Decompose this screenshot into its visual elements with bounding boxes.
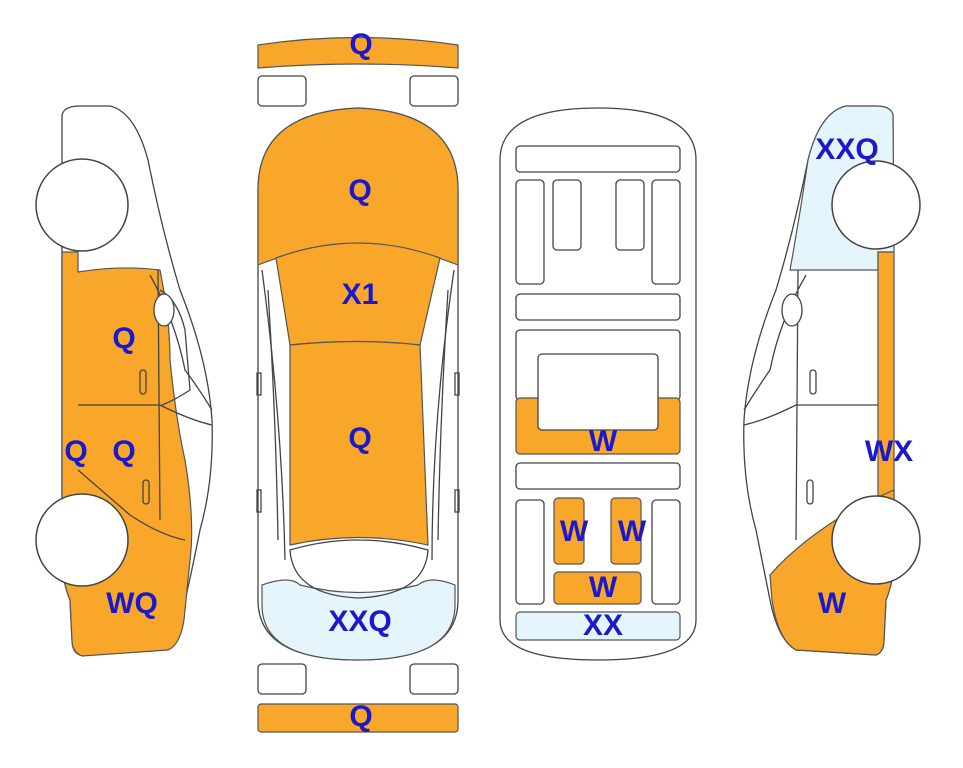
code-front-bumper: Q: [349, 28, 372, 61]
code-floor-trunk: W: [589, 571, 618, 604]
top-left-handle-mark: [256, 489, 262, 513]
top-view: [256, 36, 460, 733]
left-side-view: [35, 105, 213, 657]
rear-right-light: [409, 663, 459, 695]
code-left-sill: Q: [64, 435, 87, 468]
code-floor-center: W: [589, 425, 618, 458]
underbody-rear-cross: [515, 462, 681, 490]
front-bumper[interactable]: [257, 36, 459, 69]
underbody-right-mount: [615, 179, 645, 251]
roof[interactable]: [289, 340, 429, 546]
right-door-split-line: [743, 404, 878, 426]
left-door-split-line: [78, 404, 213, 426]
top-right-door-line: [437, 289, 449, 541]
floor-trunk[interactable]: [553, 571, 642, 605]
right-side-view: [743, 105, 921, 656]
left-rear-wheel: [35, 493, 129, 587]
rear-panel[interactable]: [515, 611, 681, 641]
front-left-light: [257, 75, 307, 107]
top-left-side-line: [261, 269, 286, 561]
underbody-view: [499, 107, 697, 661]
code-right-rear-quarter: W: [818, 587, 847, 620]
code-rear-window: XXQ: [328, 605, 391, 638]
rear-window[interactable]: [261, 579, 456, 661]
trunk-line: [289, 539, 429, 599]
code-left-rear-door: Q: [112, 435, 135, 468]
left-mirror: [153, 293, 175, 327]
code-left-front-door: Q: [112, 322, 135, 355]
top-left-door-line: [267, 289, 279, 541]
top-right-side-line: [431, 269, 455, 561]
rear-bumper[interactable]: [257, 703, 459, 733]
top-left-mirror-mark: [256, 372, 262, 396]
underbody-left-rail-front: [515, 179, 545, 285]
code-floor-rear-left: W: [560, 515, 589, 548]
underbody-left-mount: [552, 179, 582, 251]
underbody-cross-member: [515, 293, 681, 321]
code-right-front-glass: XXQ: [815, 133, 878, 166]
code-left-rear-quarter: WQ: [106, 587, 158, 620]
right-mirror: [781, 293, 803, 327]
top-right-mirror-mark: [454, 372, 460, 396]
code-right-pillar: WX: [865, 435, 913, 468]
right-front-door-handle: [809, 369, 817, 395]
left-door-rear-edge: [77, 469, 186, 541]
rear-left-light: [257, 663, 307, 695]
underbody-tunnel: [537, 353, 659, 431]
left-rear-door-handle: [142, 479, 150, 505]
underbody-right-rail-front: [651, 179, 681, 285]
floor-rear-left[interactable]: [553, 497, 585, 565]
floor-rear-right[interactable]: [610, 497, 642, 565]
damage-code-labels: Q Q X1 Q XXQ Q Q Q Q WQ XXQ WX W W W W W…: [64, 28, 913, 733]
front-right-light: [409, 75, 459, 107]
code-roof: Q: [348, 422, 371, 455]
underbody-right-rail-rear: [651, 499, 681, 605]
right-front-wheel: [831, 160, 921, 250]
left-front-door-handle: [139, 369, 147, 395]
code-rear-bumper: Q: [349, 700, 372, 733]
code-floor-rear-right: W: [618, 515, 647, 548]
left-front-wheel: [35, 158, 129, 252]
underbody-left-rail-rear: [515, 499, 545, 605]
right-rear-door-handle: [806, 479, 814, 505]
code-windshield: X1: [342, 278, 379, 311]
code-hood: Q: [348, 174, 371, 207]
right-rear-wheel: [831, 495, 921, 585]
top-right-handle-mark: [454, 489, 460, 513]
underbody-front-bar: [515, 145, 681, 173]
code-rear-panel: XX: [583, 609, 623, 642]
